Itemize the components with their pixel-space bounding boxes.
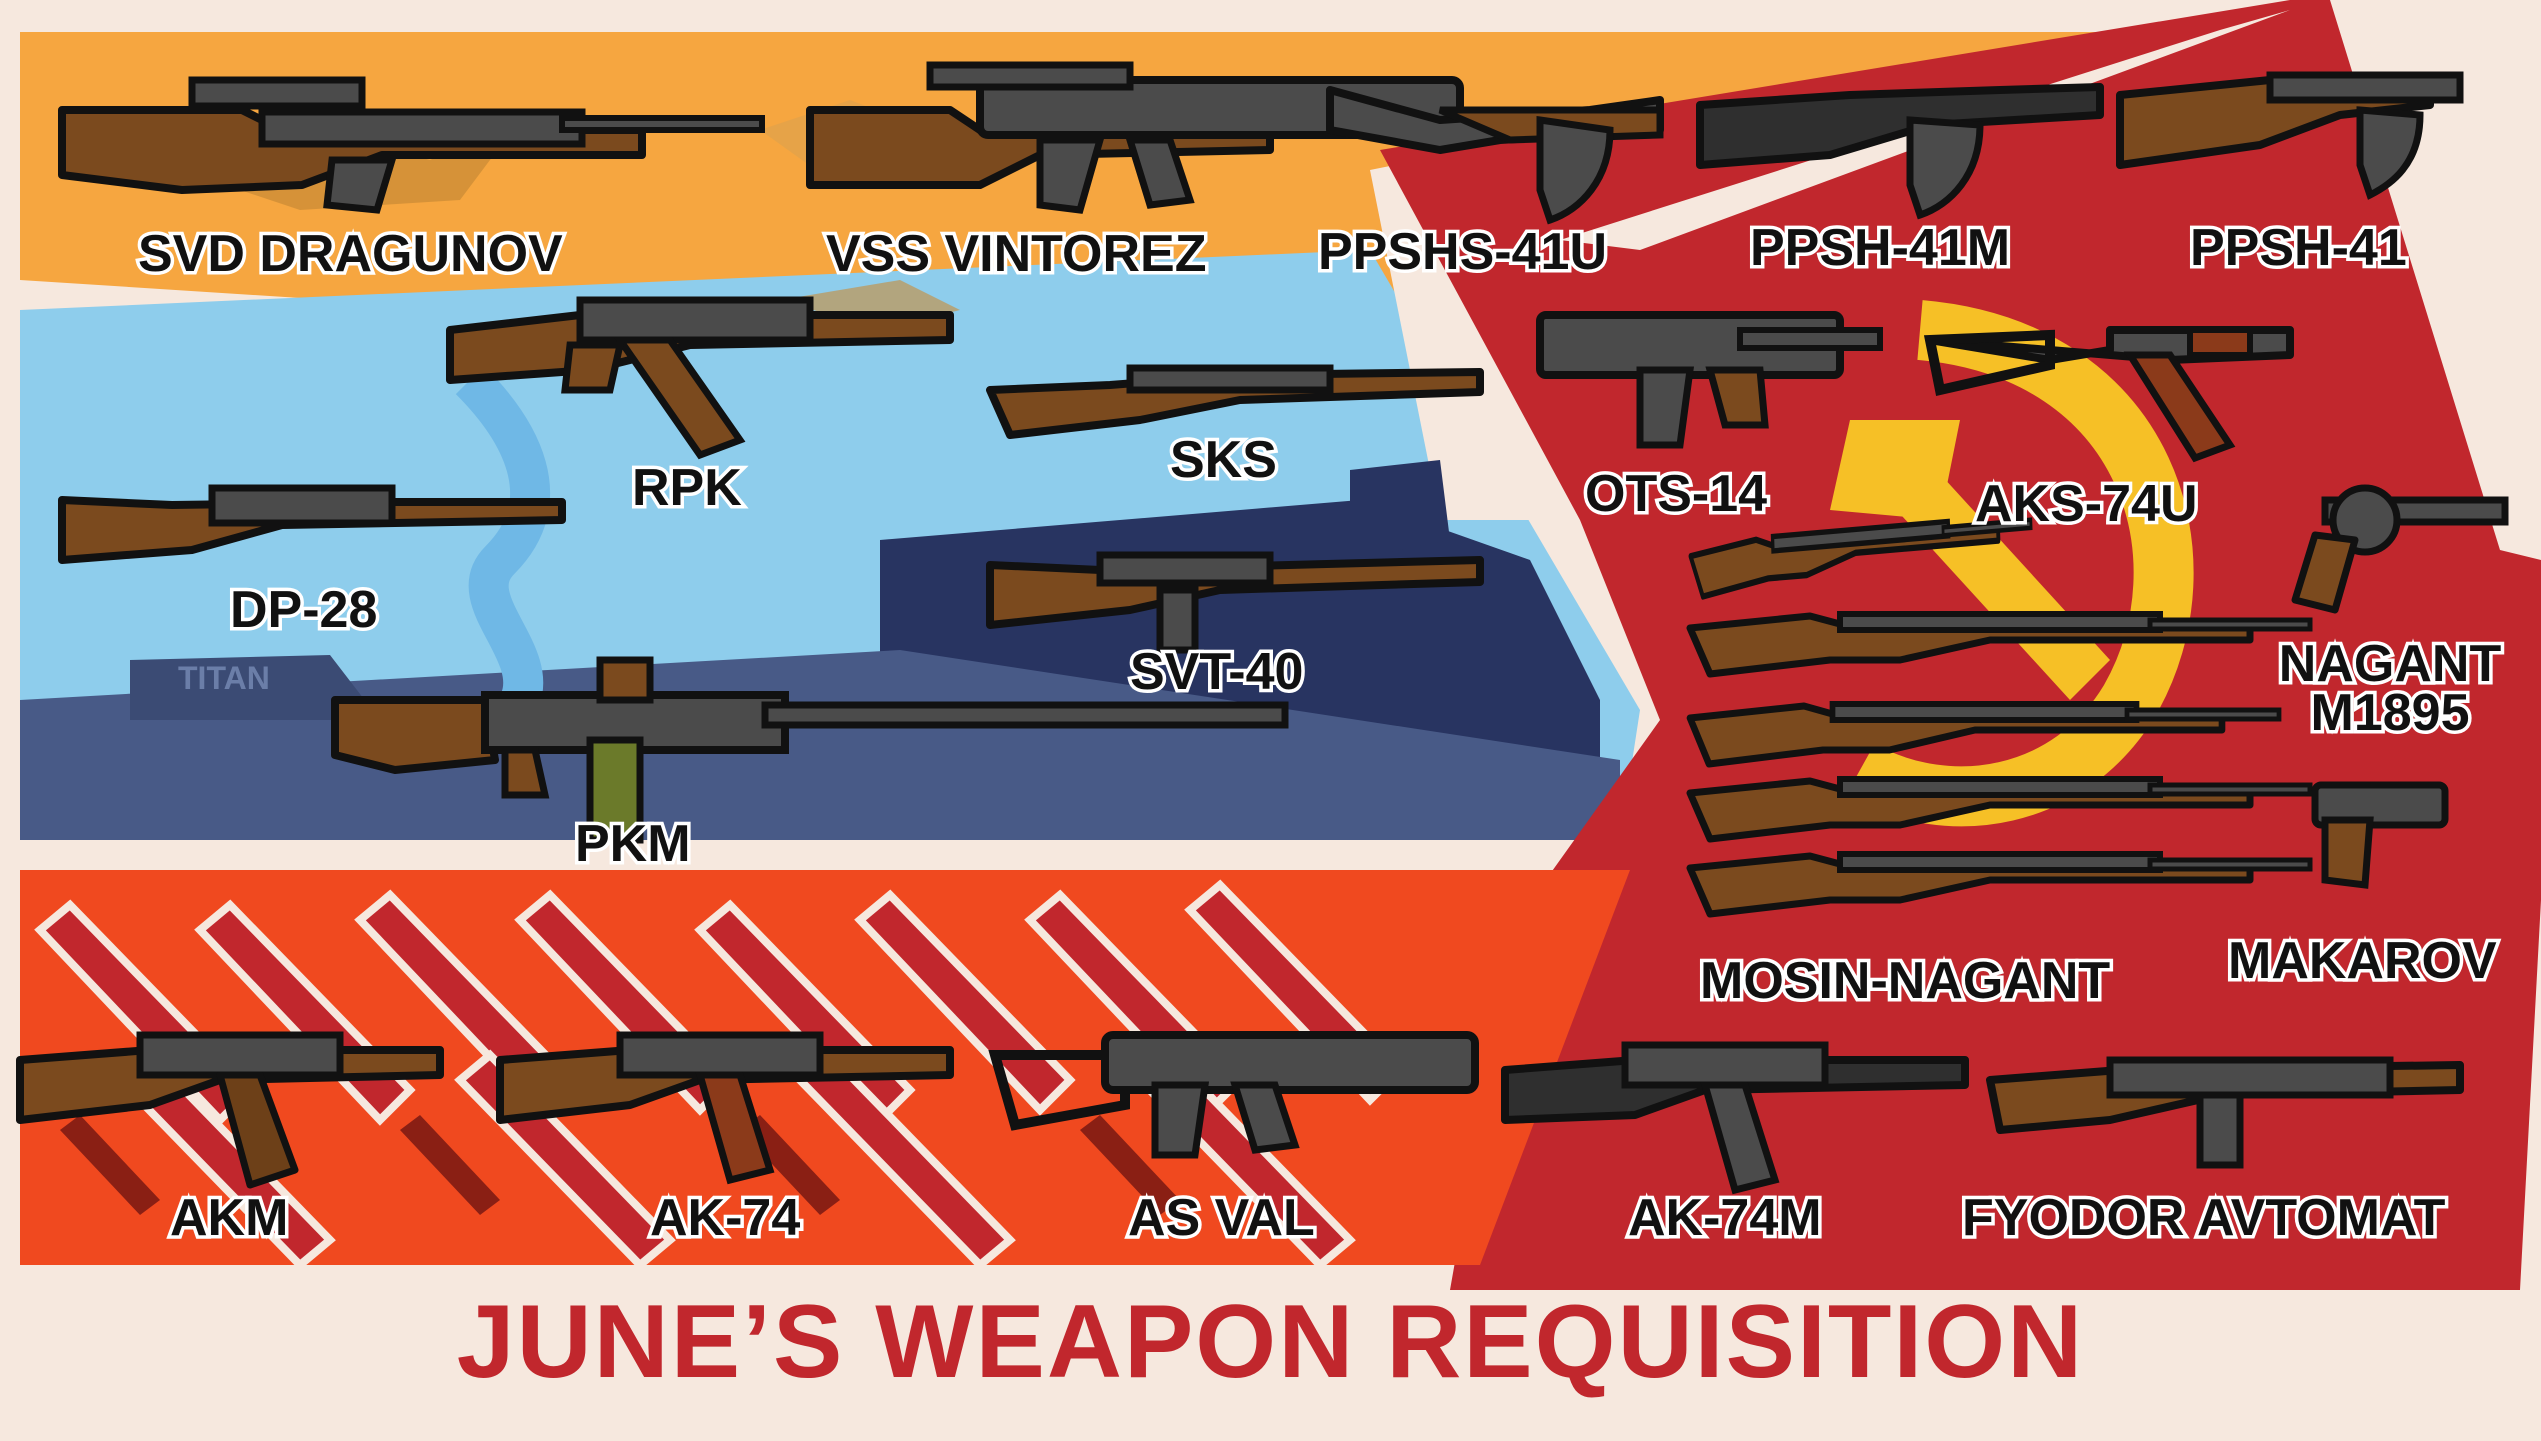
label-ak-74: AK-74 bbox=[646, 1189, 803, 1248]
label-fyodor-avtomat: FYODOR AVTOMAT bbox=[1958, 1189, 2448, 1248]
label-aks-74u: AKS-74U bbox=[1972, 475, 2201, 534]
label-rpk: RPK bbox=[629, 459, 746, 518]
rpk-icon bbox=[446, 296, 954, 460]
label-svt-40: SVT-40 bbox=[1126, 643, 1306, 702]
akm-icon bbox=[16, 1031, 444, 1185]
dp-28-icon bbox=[58, 484, 566, 564]
label-akm: AKM bbox=[166, 1189, 291, 1248]
label-ots-14: OTS-14 bbox=[1581, 465, 1770, 524]
label-dp-28: DP-28 bbox=[226, 581, 380, 640]
pkm-icon bbox=[331, 656, 1289, 844]
sks-icon bbox=[986, 364, 1484, 439]
label-ppsh-41m: PPSH-41M bbox=[1746, 219, 2013, 278]
label-nagant-line2: M1895 bbox=[2307, 684, 2473, 743]
ppsh-41-icon bbox=[2116, 71, 2464, 200]
label-nagant-line1: NAGANT bbox=[2275, 634, 2504, 693]
label-makarov: MAKAROV bbox=[2225, 932, 2501, 991]
ak-74m-icon bbox=[1501, 1041, 1969, 1195]
ots-14-icon bbox=[1536, 311, 1883, 449]
nagant-m1895-icon bbox=[2291, 484, 2509, 614]
label-mosin-nagant: MOSIN-NAGANT bbox=[1696, 952, 2113, 1011]
label-svd-dragunov: SVD DRAGUNOV bbox=[135, 225, 567, 284]
ak-74-icon bbox=[496, 1031, 954, 1185]
label-sks: SKS bbox=[1167, 431, 1281, 490]
label-ak-74m: AK-74M bbox=[1625, 1189, 1826, 1248]
label-nagant-m1895: NAGANT M1895 bbox=[2245, 634, 2535, 743]
svd-dragunov-icon bbox=[58, 76, 765, 214]
label-as-val: AS VAL bbox=[1125, 1189, 1319, 1248]
svt-40-icon bbox=[986, 551, 1484, 654]
aks-74u-icon bbox=[1923, 326, 2294, 463]
ship-name: TITAN bbox=[178, 660, 270, 696]
label-ppsh-41: PPSH-41 bbox=[2187, 219, 2411, 278]
label-ppshs-41u: PPSHS-41U bbox=[1315, 223, 1611, 282]
label-pkm: PKM bbox=[572, 815, 695, 874]
submarine bbox=[130, 655, 380, 720]
makarov-icon bbox=[2311, 781, 2449, 889]
label-vss-vintorez: VSS VINTOREZ bbox=[822, 225, 1209, 284]
fyodor-avtomat-icon bbox=[1986, 1056, 2464, 1169]
ppshs-41u-icon bbox=[1326, 86, 1664, 225]
page-title: JUNE’S WEAPON REQUISITION bbox=[456, 1284, 2085, 1400]
ppsh-41m-icon bbox=[1696, 83, 2104, 220]
as-val-icon bbox=[988, 1031, 1479, 1159]
